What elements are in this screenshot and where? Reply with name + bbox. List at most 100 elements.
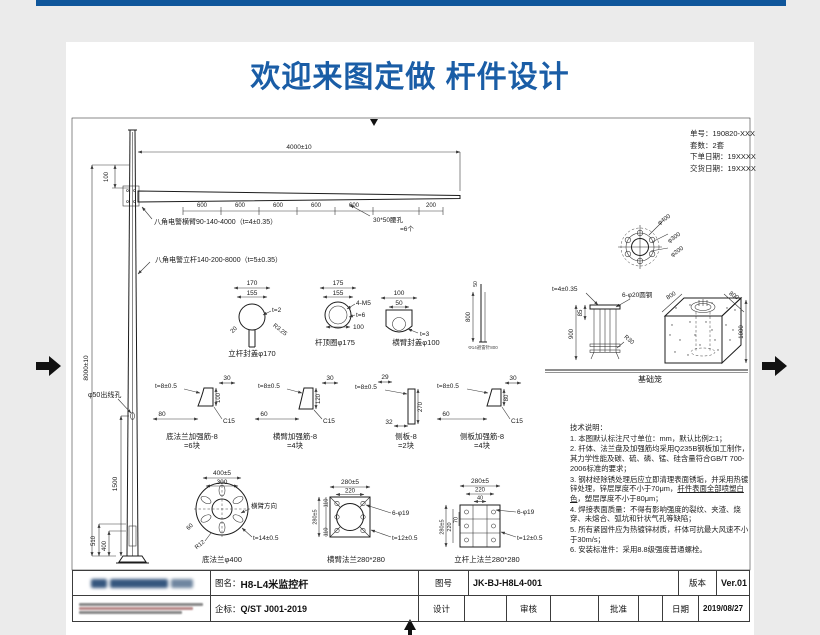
detail-rib-side: t=8±0.5 30 80 60 C15 侧板加强筋-8 =4块 bbox=[436, 375, 523, 450]
designer-label: 设计 bbox=[419, 596, 465, 621]
standard-cell: 企标： Q/ST J001-2019 bbox=[211, 596, 419, 621]
svg-text:60: 60 bbox=[260, 411, 268, 418]
svg-text:6-φ19: 6-φ19 bbox=[517, 509, 535, 516]
delivery-date: 交货日期：19XXXX bbox=[690, 163, 756, 173]
top-marker-icon bbox=[370, 119, 378, 126]
detail-side-plate: 29 t=8±0.5 270 32 侧板-8 =2块 bbox=[355, 374, 424, 450]
svg-text:220: 220 bbox=[345, 489, 356, 495]
svg-text:6-φ20圆钢: 6-φ20圆钢 bbox=[622, 291, 653, 299]
svg-text:600: 600 bbox=[197, 203, 208, 209]
svg-text:110: 110 bbox=[324, 499, 330, 508]
designer-value bbox=[465, 596, 507, 621]
approver-value bbox=[639, 596, 663, 621]
svg-text:=4块: =4块 bbox=[287, 440, 304, 450]
svg-text:6-φ19: 6-φ19 bbox=[392, 510, 410, 517]
svg-text:t=8±0.5: t=8±0.5 bbox=[355, 384, 377, 391]
svg-text:Φ14避雷针800: Φ14避雷针800 bbox=[468, 344, 498, 351]
svg-text:侧板-8: 侧板-8 bbox=[395, 431, 417, 441]
svg-text:横臂方向: 横臂方向 bbox=[251, 501, 277, 510]
svg-text:900: 900 bbox=[569, 328, 575, 339]
svg-text:底法兰加强筋-8: 底法兰加强筋-8 bbox=[166, 431, 218, 441]
notes-title: 技术说明： bbox=[570, 423, 607, 432]
svg-text:4-M5: 4-M5 bbox=[356, 300, 371, 307]
note-2: 2. 杆体、法兰盘及加强筋均采用Q235B钢板加工制作，其力学性能及碳、硫、磷、… bbox=[570, 444, 750, 473]
svg-text:横臂法兰280*280: 横臂法兰280*280 bbox=[327, 554, 385, 564]
svg-text:400: 400 bbox=[102, 540, 108, 551]
svg-text:800: 800 bbox=[728, 291, 740, 302]
svg-text:横臂封盖φ100: 横臂封盖φ100 bbox=[392, 337, 439, 347]
svg-text:底法兰φ400: 底法兰φ400 bbox=[202, 554, 242, 564]
detail-rib-arm: t=8±0.5 30 120 60 C15 横臂加强筋-8 =4块 bbox=[254, 375, 339, 450]
carousel-next-arrow-icon[interactable] bbox=[762, 356, 787, 376]
svg-text:t=6: t=6 bbox=[356, 312, 366, 319]
drawing-name-value: H8-L4米监控杆 bbox=[240, 579, 309, 591]
svg-text:100: 100 bbox=[216, 392, 222, 403]
svg-text:50: 50 bbox=[473, 281, 479, 287]
scroll-up-arrow-icon[interactable] bbox=[404, 619, 416, 635]
svg-text:φ50出线孔: φ50出线孔 bbox=[88, 390, 121, 399]
elevation-view: 100 4000±10 600 600 600 600 600 200 八角电警… bbox=[83, 129, 461, 564]
svg-text:110: 110 bbox=[324, 528, 330, 537]
svg-text:8000±10: 8000±10 bbox=[83, 355, 90, 381]
detail-lightning-rod: 50 800 Φ14避雷针800 bbox=[466, 281, 498, 351]
detail-foundation-cage: t=4±0.35 6-φ20圆钢 900 85 R30 800 800 1000 bbox=[545, 286, 748, 384]
svg-text:280±5: 280±5 bbox=[313, 509, 319, 524]
svg-text:t=8±0.5: t=8±0.5 bbox=[155, 383, 177, 390]
svg-text:32: 32 bbox=[385, 419, 393, 426]
note-3: 3. 钢材经除锈处理后应立即清理表面锈垢，并采用热镀锌处理，锌层厚度不小于70μ… bbox=[570, 474, 749, 503]
svg-text:=6个: =6个 bbox=[400, 225, 414, 233]
svg-text:立杆上法兰280*280: 立杆上法兰280*280 bbox=[454, 554, 519, 564]
svg-text:20: 20 bbox=[230, 325, 239, 334]
svg-text:175: 175 bbox=[333, 280, 344, 287]
detail-pole-top-flange-280: 280±5 220 40 280±5 220 70 6-φ19 t=12±0.5… bbox=[440, 478, 543, 564]
svg-text:t=14±0.5: t=14±0.5 bbox=[253, 535, 279, 542]
svg-text:t=8±0.5: t=8±0.5 bbox=[437, 383, 459, 390]
svg-text:30*50腰孔: 30*50腰孔 bbox=[373, 216, 403, 224]
svg-text:280±5: 280±5 bbox=[471, 478, 489, 485]
svg-text:70: 70 bbox=[454, 517, 460, 523]
order-qty: 套数：2套 bbox=[690, 140, 725, 150]
detail-cap100: 100 50 t=3 横臂封盖φ100 bbox=[380, 290, 440, 347]
checker-value bbox=[551, 596, 599, 621]
svg-text:C15: C15 bbox=[223, 418, 235, 425]
note-1: 1. 本图默认标注尺寸单位：mm，默认比例2:1； bbox=[570, 433, 727, 443]
carousel-prev-arrow-icon[interactable] bbox=[36, 356, 61, 376]
svg-text:C15: C15 bbox=[323, 418, 335, 425]
svg-text:30: 30 bbox=[509, 375, 517, 382]
svg-text:立杆封盖φ170: 立杆封盖φ170 bbox=[228, 348, 275, 358]
detail-arm-flange-280: 280±5 220 110 280±5 110 6-φ19 t=12±0.5 横… bbox=[313, 479, 418, 564]
date-value: 2019/08/27 bbox=[703, 604, 744, 613]
svg-text:=4块: =4块 bbox=[474, 440, 491, 450]
standard-label: 企标： bbox=[215, 603, 241, 614]
note-5: 5. 所有紧固件应为热镀锌材质，杆体可抗最大风速不小于30m/s； bbox=[570, 525, 749, 544]
svg-text:八角电警横臂90-140-4000（t=4±0.35）: 八角电警横臂90-140-4000（t=4±0.35） bbox=[154, 217, 277, 226]
svg-text:270: 270 bbox=[418, 401, 424, 412]
drawing-name-label: 图名： bbox=[215, 578, 241, 588]
approver-label: 批准 bbox=[599, 596, 639, 621]
svg-text:510: 510 bbox=[91, 535, 97, 546]
detail-cap170: 170 155 20 t=2 R3.25 立杆封盖φ170 bbox=[228, 280, 288, 358]
content-card bbox=[66, 42, 754, 635]
drawing-name-cell: 图名： H8-L4米监控杆 bbox=[211, 571, 419, 595]
svg-text:100: 100 bbox=[104, 171, 110, 182]
svg-text:φ300: φ300 bbox=[667, 231, 682, 244]
date-label: 日期 bbox=[663, 596, 699, 621]
svg-text:800: 800 bbox=[666, 291, 678, 302]
svg-text:φ400: φ400 bbox=[657, 213, 672, 226]
detail-rib-base-flange: t=8±0.5 30 100 80 C15 底法兰加强筋-8 =6块 bbox=[152, 375, 235, 450]
svg-text:φ200: φ200 bbox=[670, 245, 685, 258]
svg-text:R30: R30 bbox=[622, 334, 635, 346]
svg-text:280±5: 280±5 bbox=[440, 519, 446, 534]
svg-text:八角电警立杆140-200-8000（t=5±0.35）: 八角电警立杆140-200-8000（t=5±0.35） bbox=[155, 255, 282, 264]
svg-text:R3.25: R3.25 bbox=[271, 323, 288, 338]
svg-text:t=12±0.5: t=12±0.5 bbox=[392, 535, 418, 542]
svg-text:600: 600 bbox=[349, 203, 360, 209]
title-block: 图名： H8-L4米监控杆 图号 JK-BJ-H8L4-001 版本 Ver.0… bbox=[72, 570, 750, 622]
company-logo bbox=[73, 571, 211, 595]
svg-text:155: 155 bbox=[333, 290, 344, 297]
svg-text:1500: 1500 bbox=[112, 476, 119, 491]
svg-text:80: 80 bbox=[158, 411, 166, 418]
order-info: 单号：190820-XXX 套数：2套 下单日期：19XXXX 交货日期：19X… bbox=[690, 128, 756, 174]
